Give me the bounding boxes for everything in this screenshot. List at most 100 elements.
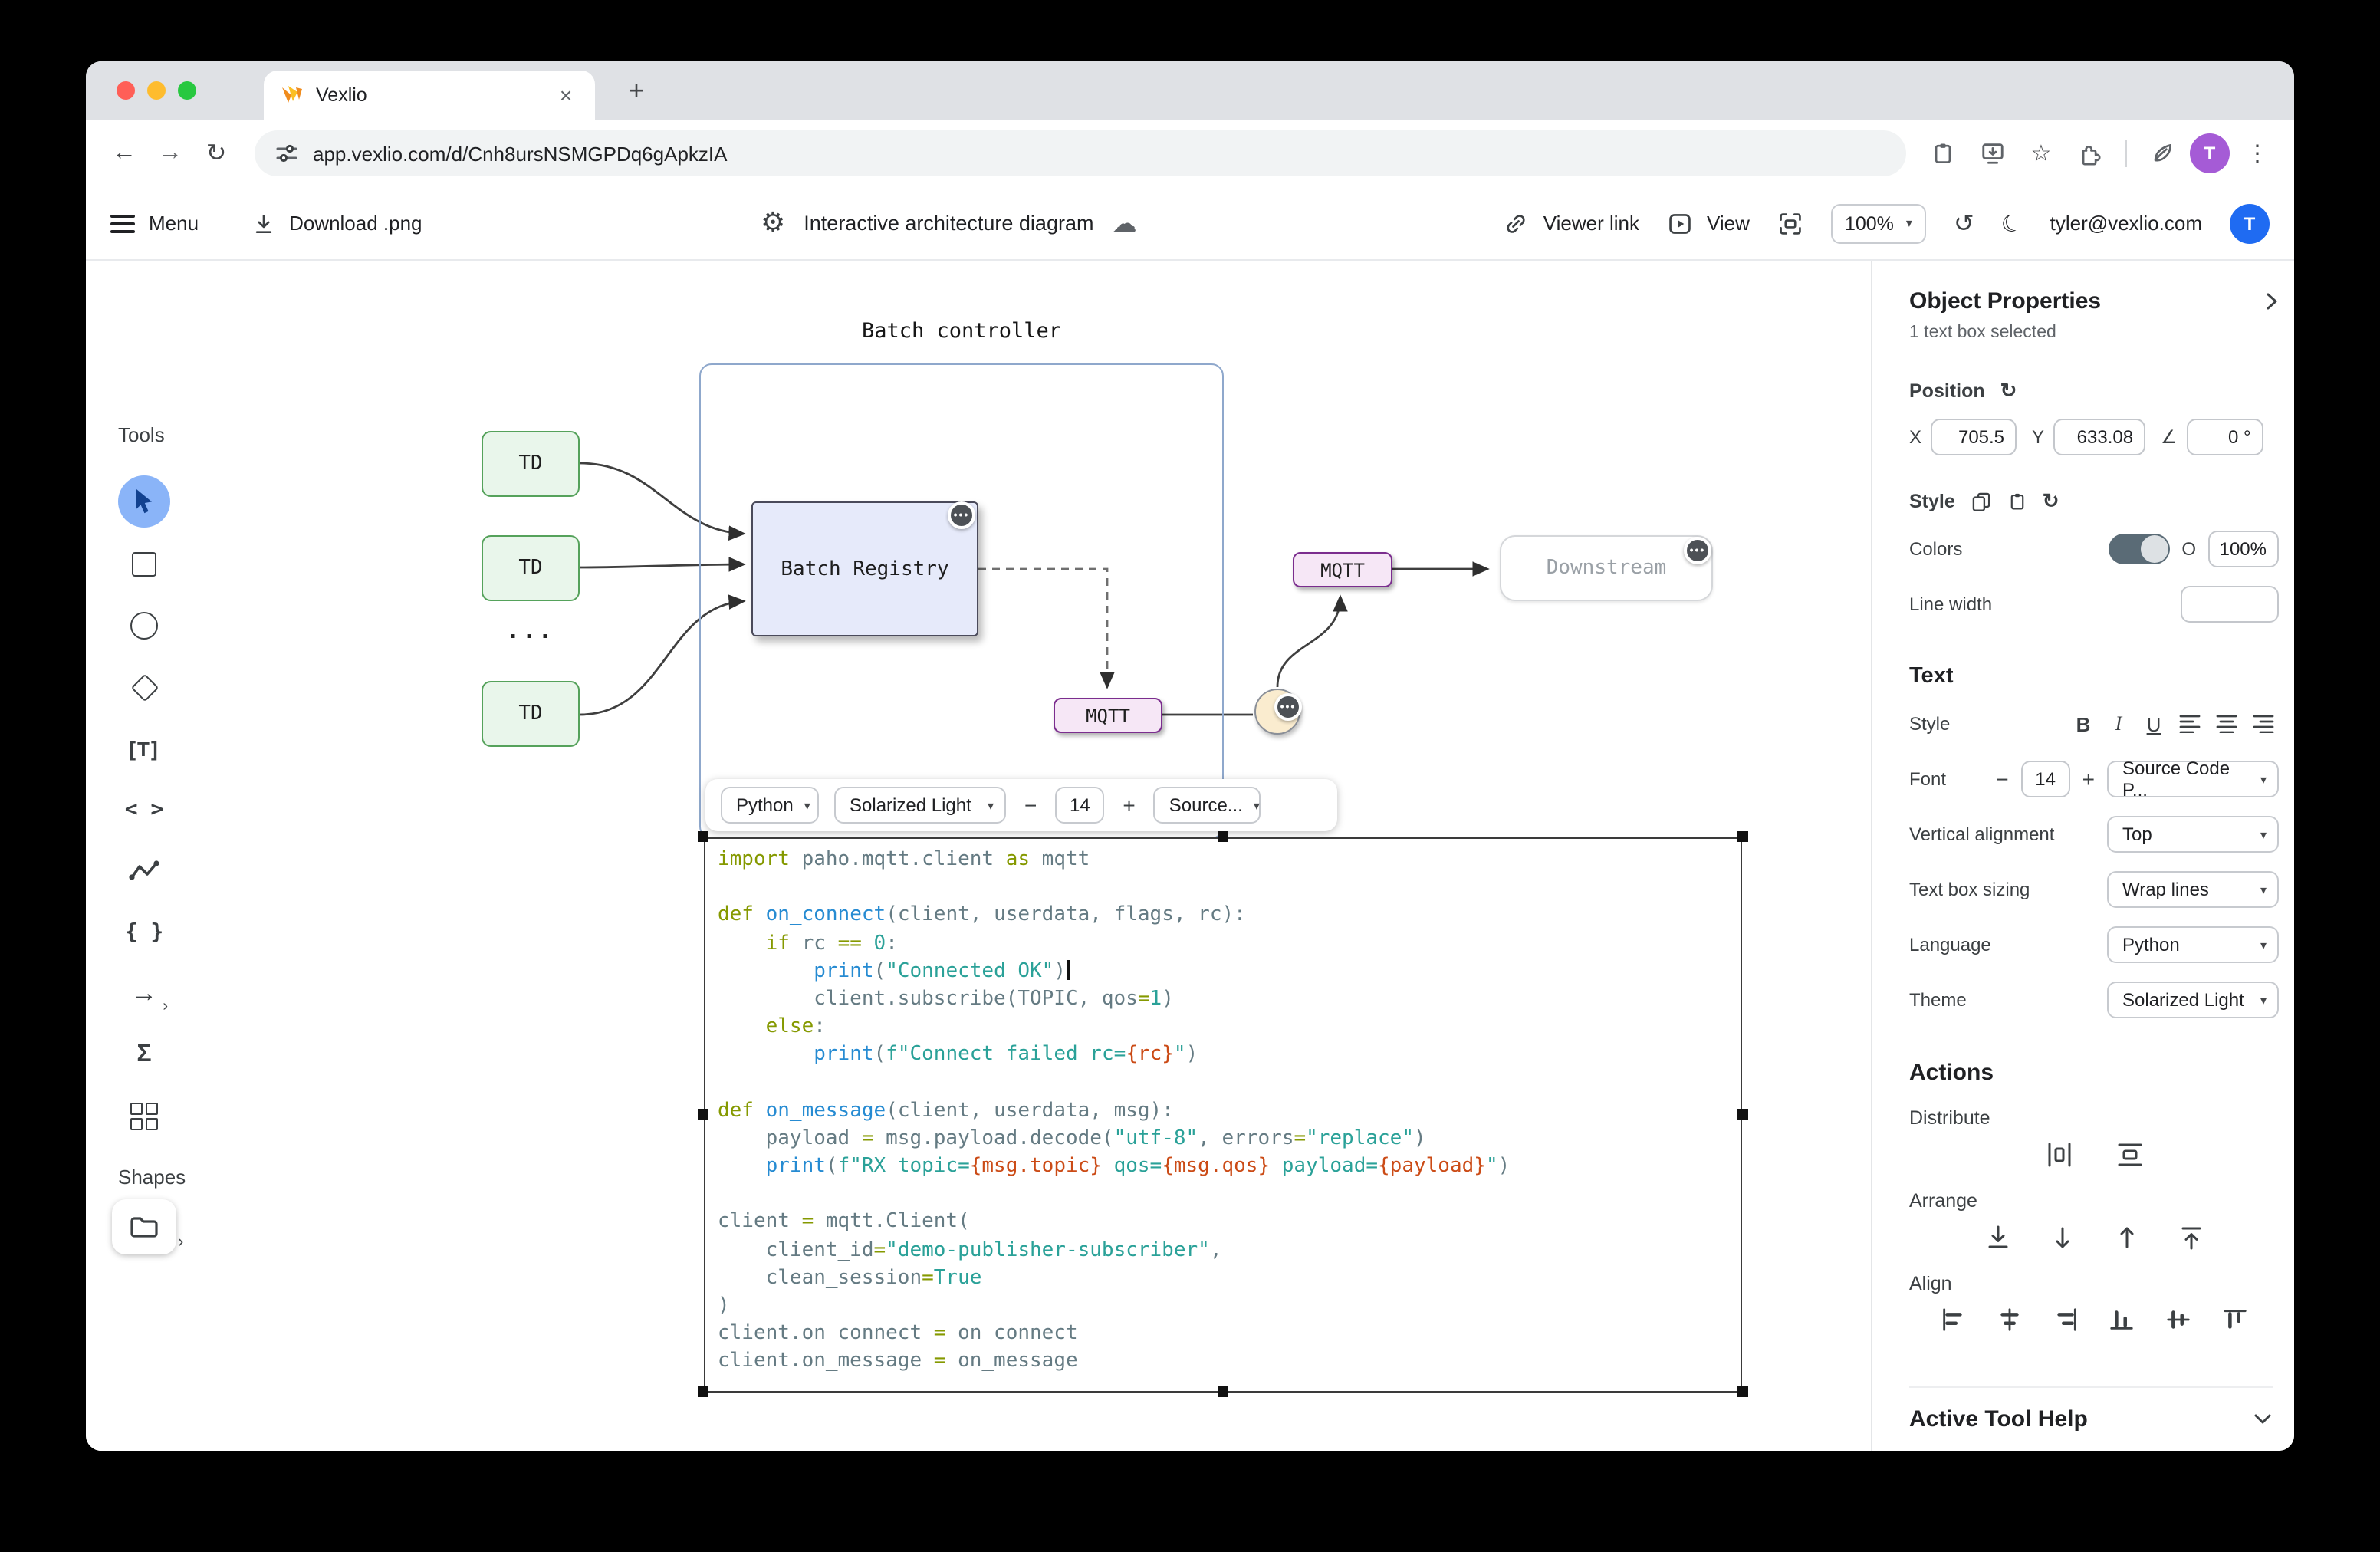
diamond-tool[interactable] <box>115 659 173 715</box>
clipboard-icon[interactable] <box>1921 132 1964 175</box>
bookmark-star-icon[interactable]: ☆ <box>2030 141 2052 167</box>
code-tool[interactable]: < > <box>115 782 173 837</box>
align-middle-vertical-button[interactable] <box>2165 1307 2191 1333</box>
font-decrease-button[interactable]: − <box>1996 767 2009 791</box>
shapes-expand-chevron[interactable]: › <box>178 1233 184 1251</box>
bring-forward-button[interactable] <box>2112 1224 2140 1251</box>
viewer-link-button[interactable]: Viewer link <box>1504 211 1639 235</box>
text-box-sizing-dropdown[interactable]: Wrap lines ▾ <box>2107 871 2279 908</box>
minimize-window-button[interactable] <box>147 81 166 100</box>
document-title[interactable]: Interactive architecture diagram <box>804 212 1094 235</box>
font-size-increase-button[interactable]: + <box>1123 793 1136 817</box>
url-bar[interactable]: app.vexlio.com/d/Cnh8ursNSMGPDq6gApkzIA <box>255 130 1906 176</box>
font-increase-button[interactable]: + <box>2082 767 2095 791</box>
connector-tool[interactable]: →› <box>115 966 173 1021</box>
align-right-button[interactable] <box>2248 715 2279 733</box>
ellipse-tool[interactable] <box>115 598 173 653</box>
close-window-button[interactable] <box>117 81 135 100</box>
send-backward-button[interactable] <box>2048 1224 2076 1251</box>
align-center-horizontal-button[interactable] <box>1997 1307 2023 1333</box>
font-family-dropdown[interactable]: Source... ▾ <box>1153 787 1261 824</box>
formula-tool[interactable]: Σ <box>115 1028 173 1083</box>
font-family-dropdown-panel[interactable]: Source Code P... ▾ <box>2107 758 2279 801</box>
selection-handle[interactable] <box>1737 1386 1748 1397</box>
theme-dropdown[interactable]: Solarized Light ▾ <box>834 787 1006 824</box>
reset-rotation-icon[interactable]: ↻ <box>2000 379 2017 402</box>
reload-icon[interactable]: ↻ <box>205 141 227 167</box>
maximize-window-button[interactable] <box>178 81 196 100</box>
text-tool[interactable]: [T] <box>115 721 173 776</box>
browser-tab[interactable]: Vexlio × <box>264 71 595 120</box>
node-mqtt[interactable]: MQTT <box>1293 552 1392 587</box>
node-td[interactable]: TD <box>482 681 580 747</box>
back-icon[interactable]: ← <box>112 140 136 166</box>
align-left-edges-button[interactable] <box>1940 1307 1966 1333</box>
node-td[interactable]: TD <box>482 535 580 601</box>
theme-dropdown-panel[interactable]: Solarized Light ▾ <box>2107 982 2279 1018</box>
view-button[interactable]: View <box>1667 211 1750 235</box>
site-settings-icon[interactable] <box>276 143 298 164</box>
browser-menu-kebab-icon[interactable]: ⋮ <box>2246 141 2269 167</box>
extensions-icon[interactable] <box>2069 132 2112 175</box>
font-size-decrease-button[interactable]: − <box>1024 793 1037 817</box>
distribute-horizontal-button[interactable] <box>2045 1141 2073 1169</box>
language-dropdown-panel[interactable]: Python ▾ <box>2107 926 2279 963</box>
node-batch-registry[interactable]: Batch Registry <box>751 501 978 636</box>
vertical-alignment-dropdown[interactable]: Top ▾ <box>2107 816 2279 853</box>
reset-style-icon[interactable]: ↻ <box>2042 489 2059 512</box>
forward-icon[interactable]: → <box>158 140 182 166</box>
zoom-dropdown[interactable]: 100% ▾ <box>1830 203 1926 243</box>
bold-button[interactable]: B <box>2076 712 2091 735</box>
node-menu-button[interactable]: ••• <box>1274 693 1302 721</box>
x-input[interactable]: 705.5 <box>1931 419 2017 455</box>
code-block[interactable]: import paho.mqtt.client as mqtt def on_c… <box>704 837 1742 1393</box>
history-icon[interactable]: ↺ <box>1953 211 1974 237</box>
copy-style-icon[interactable] <box>1971 491 1992 512</box>
align-left-button[interactable] <box>2175 715 2205 733</box>
y-input[interactable]: 633.08 <box>2053 419 2146 455</box>
node-menu-button[interactable]: ••• <box>948 501 975 529</box>
align-top-edges-button[interactable] <box>2222 1307 2248 1333</box>
active-tool-help-bar[interactable]: Active Tool Help <box>1909 1386 2273 1432</box>
font-size-value[interactable]: 14 <box>1055 787 1105 824</box>
app-profile-avatar[interactable]: T <box>2230 203 2270 243</box>
send-to-back-button[interactable] <box>1984 1224 2011 1251</box>
braces-tool[interactable]: { } <box>115 905 173 960</box>
paste-style-icon[interactable] <box>2007 491 2027 512</box>
line-width-input[interactable] <box>2181 586 2279 623</box>
selection-handle[interactable] <box>1218 1386 1228 1397</box>
shapes-folder-button[interactable] <box>112 1199 176 1254</box>
select-tool[interactable] <box>118 475 170 528</box>
rotation-input[interactable]: 0 ° <box>2186 419 2263 455</box>
colors-toggle[interactable] <box>2108 534 2170 564</box>
fit-screen-icon[interactable] <box>1777 211 1803 235</box>
selection-handle[interactable] <box>1218 831 1228 842</box>
new-tab-button[interactable]: + <box>628 74 645 105</box>
node-mqtt[interactable]: MQTT <box>1054 698 1162 733</box>
italic-button[interactable]: I <box>2115 712 2122 735</box>
node-td[interactable]: TD <box>482 431 580 497</box>
align-center-button[interactable] <box>2211 715 2242 733</box>
browser-profile-avatar[interactable]: T <box>2190 133 2230 173</box>
bring-to-front-button[interactable] <box>2177 1224 2204 1251</box>
tab-close-icon[interactable]: × <box>559 83 573 107</box>
align-right-edges-button[interactable] <box>2053 1307 2079 1333</box>
selection-handle[interactable] <box>1737 831 1748 842</box>
download-png-button[interactable]: Download .png <box>251 211 422 235</box>
align-bottom-edges-button[interactable] <box>2109 1307 2135 1333</box>
rectangle-tool[interactable] <box>115 537 173 592</box>
memory-saver-leaf-icon[interactable] <box>2141 132 2184 175</box>
container-label[interactable]: Batch controller <box>861 319 1062 344</box>
language-dropdown[interactable]: Python ▾ <box>721 787 819 824</box>
selection-handle[interactable] <box>698 1109 708 1120</box>
selection-handle[interactable] <box>698 831 708 842</box>
settings-gear-icon[interactable]: ⚙ <box>761 207 786 238</box>
selection-handle[interactable] <box>1737 1109 1748 1120</box>
diagram-canvas[interactable]: Tools [T] < > { } →› Σ <box>86 261 1871 1451</box>
selection-handle[interactable] <box>698 1386 708 1397</box>
shape-library-tool[interactable] <box>115 1089 173 1144</box>
menu-button[interactable]: Menu <box>110 212 199 235</box>
collapse-panel-chevron-icon[interactable] <box>2265 291 2279 311</box>
node-downstream[interactable]: Downstream <box>1500 535 1713 601</box>
node-menu-button[interactable]: ••• <box>1684 537 1711 564</box>
